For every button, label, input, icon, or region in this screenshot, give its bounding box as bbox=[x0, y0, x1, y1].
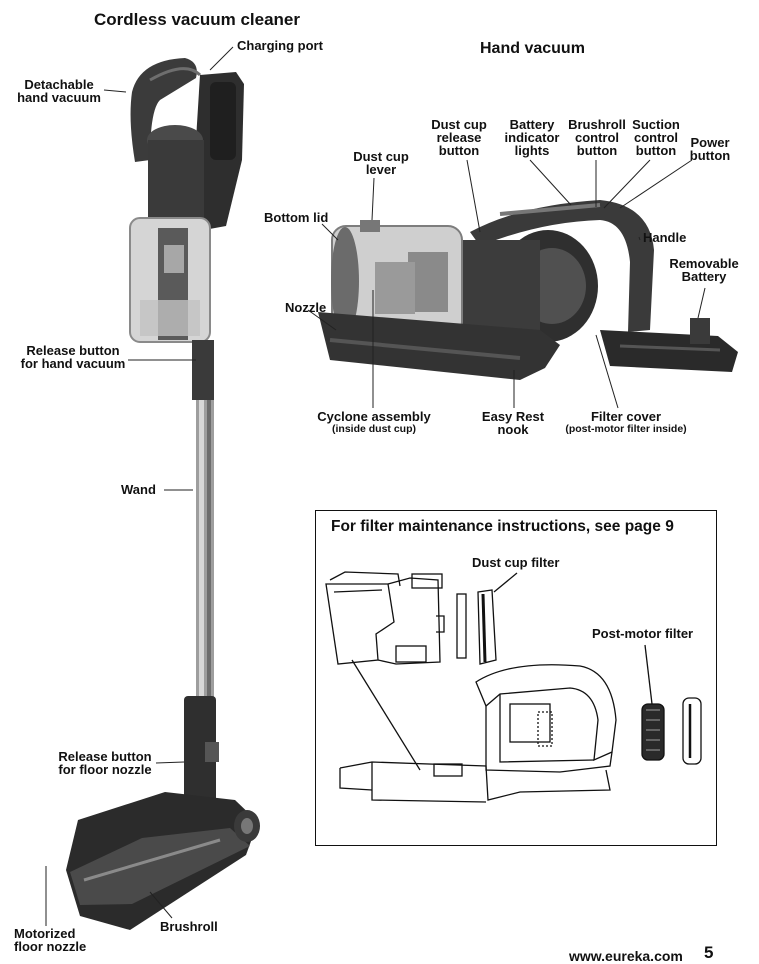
label-line: Removable bbox=[669, 256, 739, 271]
label-handle: Handle bbox=[643, 230, 687, 245]
label-removable-battery: Removable Battery bbox=[664, 257, 744, 283]
label-line: hand vacuum bbox=[17, 90, 101, 105]
label-line: Cyclone assembly bbox=[317, 409, 431, 424]
label-line: Motorized bbox=[14, 926, 76, 941]
filter-box-heading: For filter maintenance instructions, see… bbox=[331, 518, 674, 535]
page-number: 5 bbox=[704, 943, 714, 962]
label-subtext: (post-motor filter inside) bbox=[565, 423, 687, 435]
label-line: Dust cup bbox=[353, 149, 409, 164]
label-line: Filter cover bbox=[590, 409, 662, 424]
label-post-motor-filter: Post-motor filter bbox=[592, 626, 694, 641]
label-line: control bbox=[574, 130, 620, 145]
title-cordless-vacuum: Cordless vacuum cleaner bbox=[94, 10, 300, 29]
label-subtext: (inside dust cup) bbox=[332, 423, 416, 435]
label-battery-indicator-lights: Battery indicator lights bbox=[500, 118, 564, 157]
label-detachable-hand-vacuum: Detachable hand vacuum bbox=[12, 78, 106, 104]
label-cyclone-assembly: Cyclone assembly (inside dust cup) bbox=[308, 410, 440, 435]
label-line: nook bbox=[497, 422, 529, 437]
label-brushroll: Brushroll bbox=[160, 919, 218, 934]
filter-diagram bbox=[325, 571, 702, 803]
label-nozzle: Nozzle bbox=[285, 300, 327, 315]
label-line: Detachable bbox=[24, 77, 94, 92]
label-line: Release button bbox=[58, 749, 152, 764]
filter-maintenance-box bbox=[315, 510, 717, 846]
label-power-button: Power button bbox=[684, 136, 736, 162]
label-line: button bbox=[576, 143, 618, 158]
title-hand-vacuum: Hand vacuum bbox=[480, 40, 585, 57]
label-line: Release button bbox=[26, 343, 120, 358]
label-line: release bbox=[436, 130, 482, 145]
label-line: lights bbox=[514, 143, 550, 158]
stick-vacuum-illustration bbox=[66, 58, 260, 930]
label-filter-cover: Filter cover (post-motor filter inside) bbox=[556, 410, 696, 435]
label-line: lever bbox=[365, 162, 397, 177]
label-line: floor nozzle bbox=[14, 939, 87, 954]
label-bottom-lid: Bottom lid bbox=[264, 210, 329, 225]
label-line: Power bbox=[690, 135, 730, 150]
label-dust-cup-release-button: Dust cup release button bbox=[424, 118, 494, 157]
label-motorized-floor-nozzle: Motorized floor nozzle bbox=[14, 927, 86, 953]
hand-vacuum-illustration bbox=[318, 200, 738, 380]
label-easy-rest-nook: Easy Rest nook bbox=[474, 410, 552, 436]
label-dust-cup-filter: Dust cup filter bbox=[472, 555, 560, 570]
label-release-hand-vacuum: Release button for hand vacuum bbox=[14, 344, 132, 370]
label-wand: Wand bbox=[121, 482, 156, 497]
label-line: for floor nozzle bbox=[58, 762, 152, 777]
label-line: Suction bbox=[632, 117, 680, 132]
label-line: Brushroll bbox=[568, 117, 626, 132]
label-line: button bbox=[689, 148, 731, 163]
label-release-floor-nozzle: Release button for floor nozzle bbox=[50, 750, 160, 776]
label-line: Easy Rest bbox=[481, 409, 545, 424]
label-line: indicator bbox=[504, 130, 560, 145]
label-charging-port: Charging port bbox=[237, 38, 323, 53]
label-line: Battery bbox=[509, 117, 555, 132]
label-line: button bbox=[635, 143, 677, 158]
leader-lines bbox=[45, 46, 706, 926]
label-line: button bbox=[438, 143, 480, 158]
footer-url: www.eureka.com bbox=[569, 948, 683, 964]
label-line: control bbox=[633, 130, 679, 145]
label-line: for hand vacuum bbox=[20, 356, 126, 371]
label-brushroll-control-button: Brushroll control button bbox=[562, 118, 632, 157]
label-suction-control-button: Suction control button bbox=[626, 118, 686, 157]
label-line: Battery bbox=[681, 269, 727, 284]
label-line: Dust cup bbox=[431, 117, 487, 132]
label-dust-cup-lever: Dust cup lever bbox=[346, 150, 416, 176]
